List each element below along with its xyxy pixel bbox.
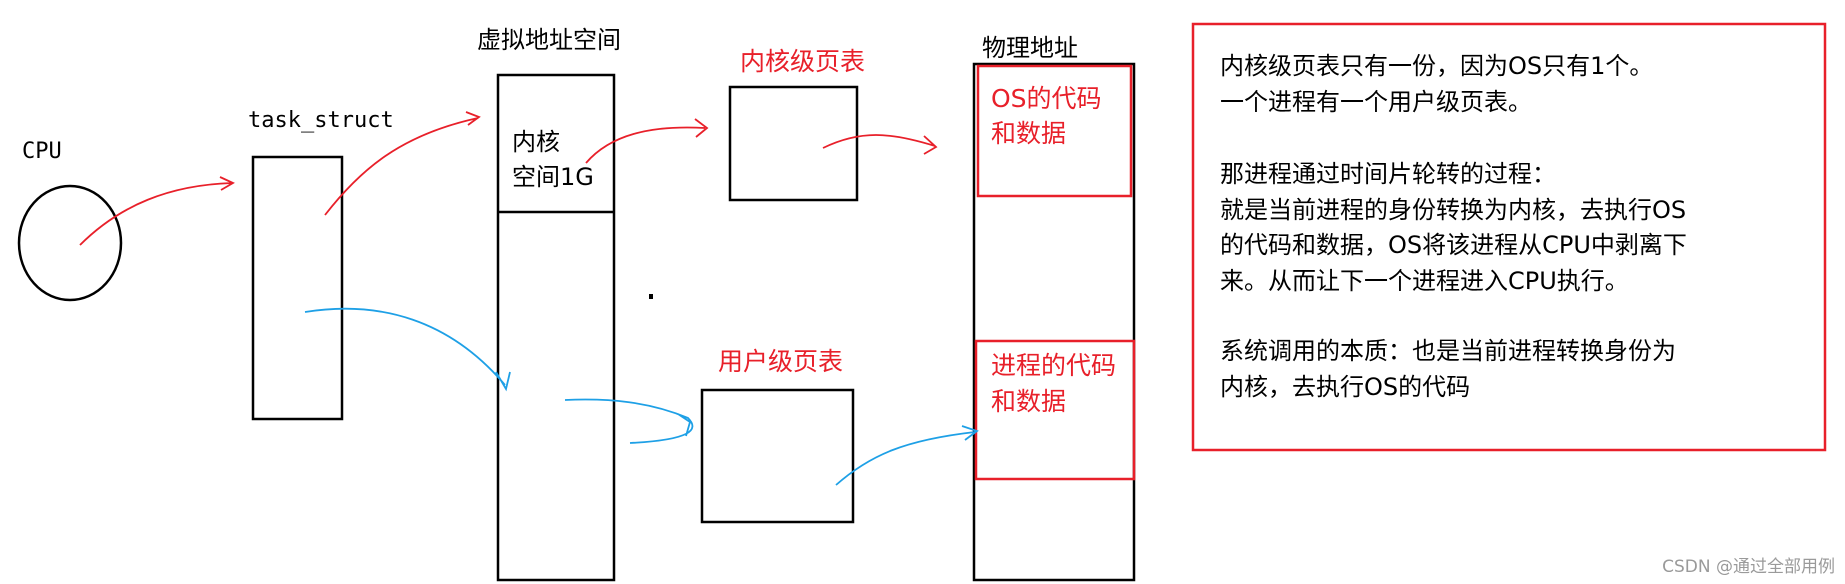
kernel-page-table-box — [728, 85, 859, 202]
user-page-table-box — [700, 388, 855, 524]
physical-memory-box — [972, 62, 1136, 582]
note-line-6: 来。从而让下一个进程进入CPU执行。 — [1220, 267, 1629, 295]
arrow-user-space-to-user-table — [564, 398, 694, 444]
note-line-8: 内核，去执行OS的代码 — [1220, 373, 1470, 401]
note-line-7: 系统调用的本质：也是当前进程转换身份为 — [1220, 337, 1676, 365]
note-line-3: 那进程通过时间片轮转的过程： — [1220, 160, 1556, 188]
task-struct-label: task_struct — [248, 108, 394, 133]
cpu-label: CPU — [22, 139, 62, 164]
arrow-kernel-table-to-os-code — [822, 134, 938, 155]
user-page-table-label: 用户级页表 — [718, 347, 843, 376]
note-line-4: 就是当前进程的身份转换为内核，去执行OS — [1220, 196, 1686, 224]
note-box — [1191, 22, 1827, 452]
kernel-space-label-line2: 空间1G — [512, 163, 594, 191]
watermark: CSDN @通过全部用例 — [1662, 557, 1835, 577]
note-line-1: 内核级页表只有一份，因为OS只有1个。 — [1220, 52, 1653, 80]
os-code-region — [976, 64, 1133, 198]
stray-dot — [649, 294, 653, 299]
arrow-task-to-user-space — [304, 307, 511, 392]
arrow-cpu-to-task — [79, 176, 235, 246]
cpu-circle — [17, 184, 123, 302]
virtual-space-label: 虚拟地址空间 — [477, 26, 621, 54]
arrow-task-to-kernel-space — [324, 111, 481, 216]
note-line-5: 的代码和数据，OS将该进程从CPU中剥离下 — [1220, 231, 1687, 259]
process-code-label-line1: 进程的代码 — [991, 351, 1116, 380]
process-code-label-line2: 和数据 — [991, 387, 1066, 416]
physical-address-label: 物理地址 — [982, 34, 1078, 62]
virtual-space-box — [496, 73, 616, 582]
arrow-user-table-to-process-code — [835, 425, 979, 486]
task-struct-box — [251, 155, 344, 421]
os-code-label-line2: 和数据 — [991, 119, 1066, 148]
note-line-2: 一个进程有一个用户级页表。 — [1220, 88, 1532, 116]
kernel-space-label-line1: 内核 — [512, 128, 560, 156]
os-code-label-line1: OS的代码 — [991, 84, 1102, 113]
kernel-page-table-label: 内核级页表 — [740, 47, 865, 76]
process-code-region — [974, 339, 1136, 481]
arrow-kernel-space-to-kernel-table — [585, 118, 709, 164]
